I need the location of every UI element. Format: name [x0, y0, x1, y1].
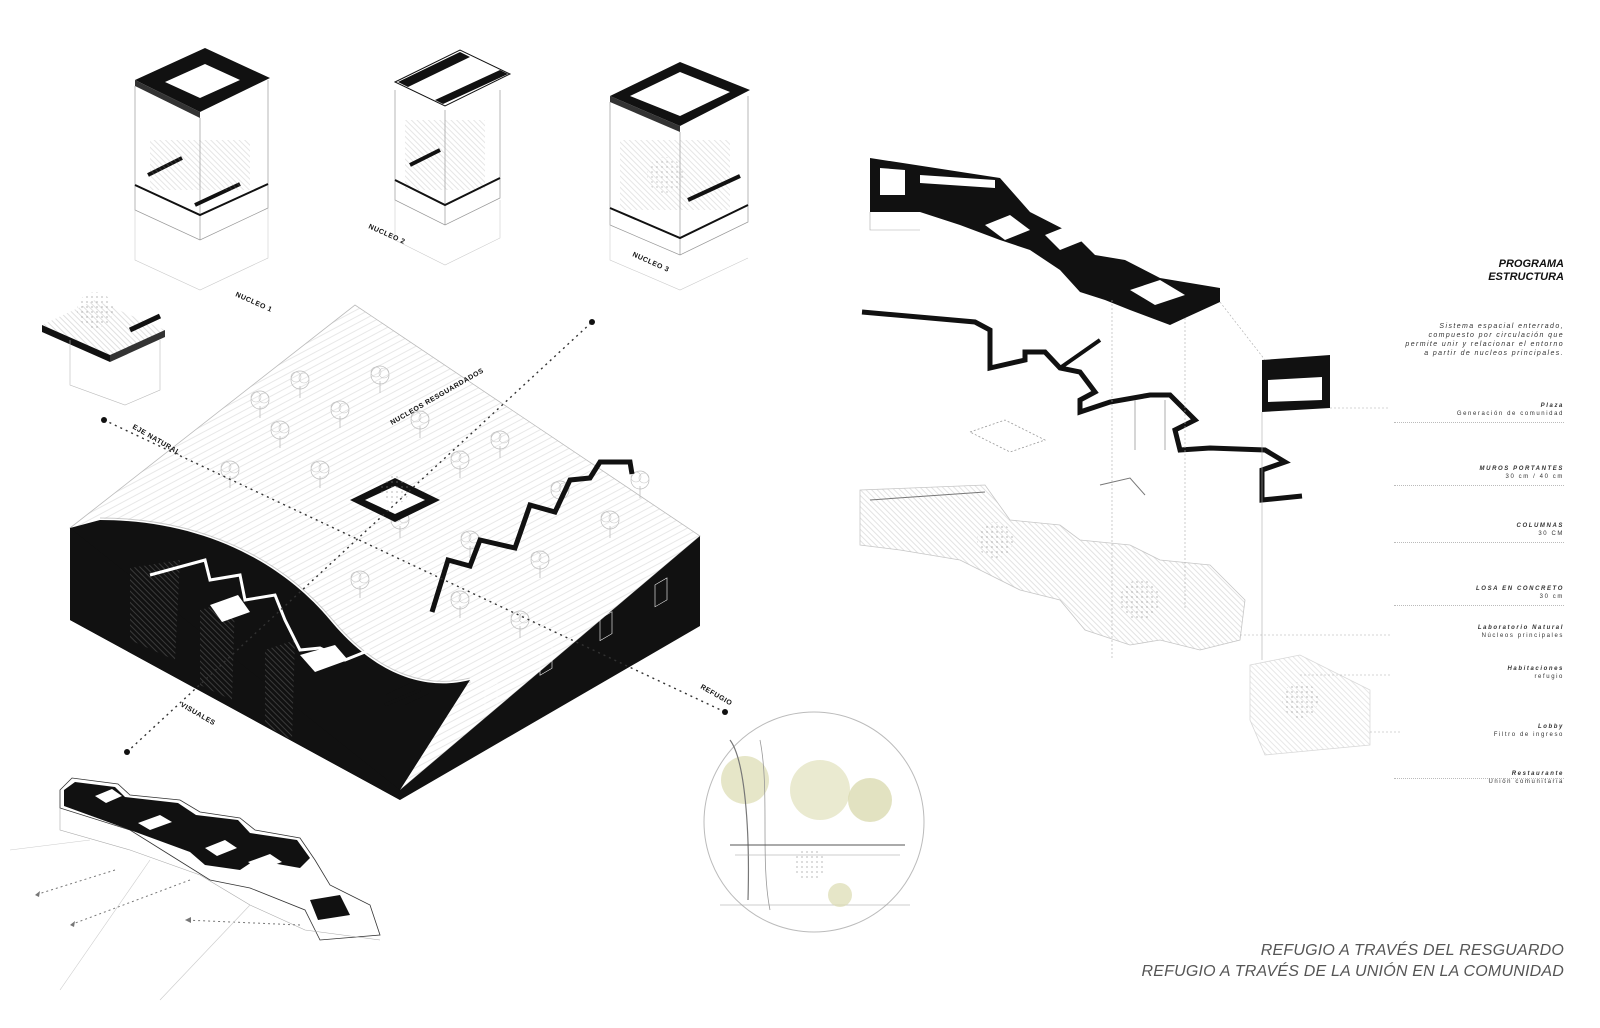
- legend-divider: [1394, 542, 1564, 543]
- legend-plaza: Plaza Generación de comunidad: [1364, 402, 1564, 418]
- legend-title: COLUMNAS: [1516, 523, 1564, 529]
- terrain-block: [69, 304, 701, 800]
- legend-title: Restaurante: [1511, 771, 1564, 777]
- label-nucleo-1: NUCLEO 1: [234, 291, 273, 313]
- legend-detail: Generación de comunidad: [1456, 411, 1564, 417]
- legend-detail: Filtro de ingreso: [1493, 732, 1564, 738]
- legend-divider: [1394, 485, 1564, 486]
- legend-title: Plaza: [1540, 403, 1564, 409]
- footer-line1: REFUGIO A TRAVÉS DEL RESGUARDO: [1260, 942, 1564, 959]
- nucleo-diagram-c: [609, 62, 750, 291]
- legend-muros: MUROS PORTANTES 30 cm / 40 cm: [1364, 465, 1564, 481]
- program-title: PROGRAMA ESTRUCTURA: [1488, 258, 1564, 284]
- label-nucleo-3: NUCLEO 3: [631, 251, 670, 273]
- legend-divider: [1394, 605, 1564, 606]
- legend-title: Lobby: [1538, 724, 1564, 730]
- footer-line2: REFUGIO A TRAVÉS DE LA UNIÓN EN LA COMUN…: [1141, 963, 1564, 980]
- label-eje-natural: EJE NATURAL: [131, 424, 181, 457]
- legend-detail: Unión comunitaria: [1488, 779, 1564, 785]
- exploded-axonometric: [859, 158, 1400, 756]
- program-title-line1: PROGRAMA: [1498, 258, 1564, 270]
- legend-restaurante: Restaurante Unión comunitaria: [1364, 770, 1564, 786]
- legend-detail: 30 cm: [1539, 594, 1564, 600]
- nucleo-diagram-b: [393, 49, 512, 266]
- program-title-line2: ESTRUCTURA: [1488, 271, 1564, 283]
- legend-detail: 30 CM: [1538, 531, 1564, 537]
- nucleo-diagram-d: [42, 292, 165, 406]
- legend-title: Laboratorio Natural: [1477, 625, 1564, 631]
- legend-divider: [1394, 422, 1564, 423]
- axis-lines: [101, 319, 728, 755]
- visuales-axonometric: [9, 777, 381, 1001]
- legend-lobby: Lobby Filtro de ingreso: [1364, 723, 1564, 739]
- legend-title: MUROS PORTANTES: [1479, 466, 1564, 472]
- program-description: Sistema espacial enterrado, compuesto po…: [1405, 323, 1564, 357]
- legend-laboratorio: Laboratorio Natural Núcleos principales: [1364, 624, 1564, 640]
- label-nucleo-2: NUCLEO 2: [367, 223, 406, 245]
- legend-habitaciones: Habitaciones refugio: [1364, 665, 1564, 681]
- section-circle: [703, 711, 925, 933]
- legend-detail: 30 cm / 40 cm: [1505, 474, 1564, 480]
- legend-detail: refugio: [1534, 674, 1564, 680]
- nucleo-diagram-a: [134, 48, 270, 291]
- board-footer: REFUGIO A TRAVÉS DEL RESGUARDO REFUGIO A…: [1142, 940, 1565, 982]
- legend-detail: Núcleos principales: [1481, 633, 1564, 639]
- label-refugio: REFUGIO: [699, 684, 733, 708]
- legend-title: Habitaciones: [1507, 666, 1564, 672]
- legend-columnas: COLUMNAS 30 CM: [1364, 522, 1564, 538]
- legend-losa: LOSA EN CONCRETO 30 cm: [1364, 585, 1564, 601]
- label-visuales: VISUALES: [179, 702, 216, 728]
- legend-title: LOSA EN CONCRETO: [1476, 586, 1564, 592]
- legend-divider: [1394, 778, 1564, 779]
